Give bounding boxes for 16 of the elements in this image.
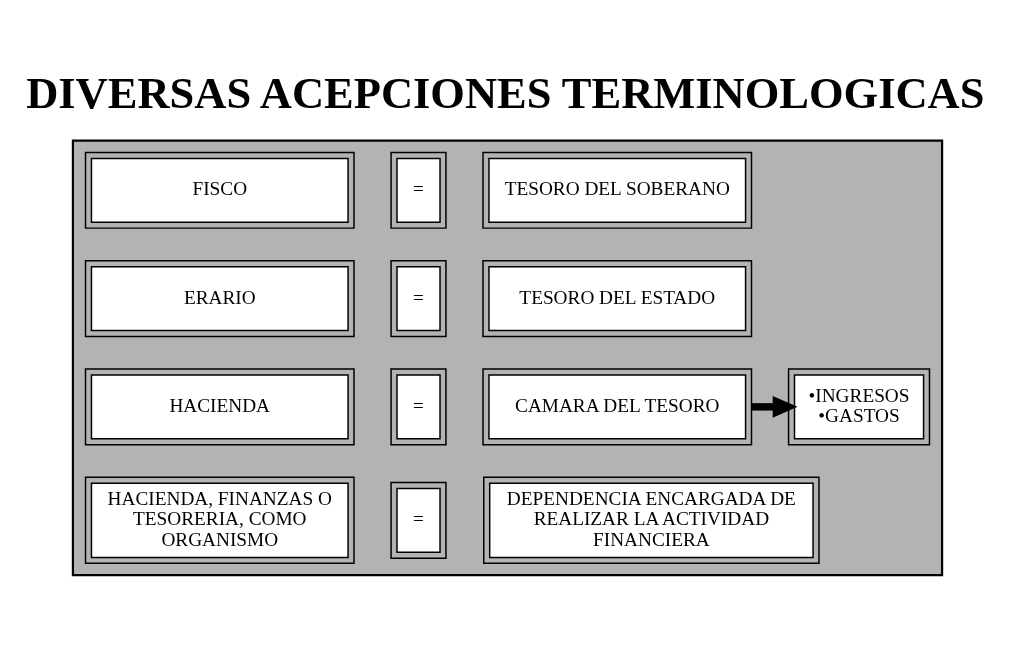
node-box: = (390, 151, 447, 229)
node-box: = (390, 367, 447, 445)
diagram-title: DIVERSAS ACEPCIONES TERMINOLOGICAS (26, 67, 985, 118)
node-box: TESORO DEL ESTADO (482, 259, 753, 337)
cluster (71, 139, 944, 576)
node-box: = (390, 481, 447, 559)
arrow (751, 395, 798, 418)
node-box: FISCO (84, 151, 355, 229)
node-box: TESORO DEL SOBERANO (482, 151, 753, 229)
node-box: = (390, 259, 447, 337)
node-box: CAMARA DEL TESORO (482, 367, 753, 445)
node-box: DEPENDENCIA ENCARGADA DE REALIZAR LA ACTIVIDAD FINANCIERA (483, 476, 820, 564)
node-box: HACIENDA (84, 367, 355, 445)
node-box: ERARIO (84, 259, 355, 337)
node-box: HACIENDA, FINANZAS O TESORERIA, COMO ORGANISMO (84, 476, 355, 564)
node-box: •INGRESOS •GASTOS (787, 367, 931, 445)
